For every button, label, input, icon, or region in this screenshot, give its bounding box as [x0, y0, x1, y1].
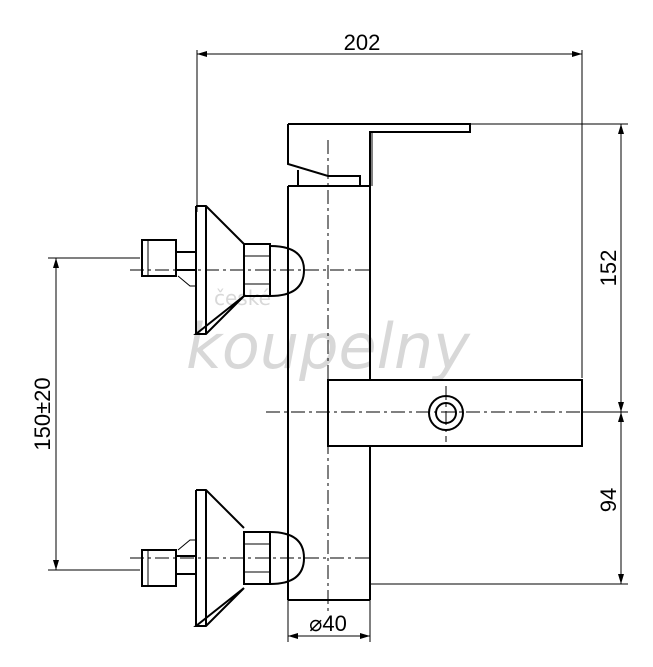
- dimension-width-total: 202: [196, 30, 583, 378]
- dimension-height-right: 152 94: [370, 123, 628, 585]
- dimension-label-width: 202: [344, 30, 381, 55]
- dimension-label-diameter: ⌀40: [309, 611, 347, 636]
- dimension-label-height-lower: 94: [596, 488, 621, 512]
- spout-block: [266, 379, 598, 447]
- mixer-body: [287, 140, 371, 614]
- lower-inlet-connection: [130, 489, 370, 627]
- dimension-body-diameter: ⌀40: [287, 600, 371, 642]
- lever-handle: [287, 123, 471, 187]
- dimension-label-spacing: 150±20: [30, 377, 55, 450]
- dimension-inlet-spacing: 150±20: [30, 257, 140, 571]
- upper-inlet-connection: [130, 205, 370, 335]
- watermark-line2: koupelny: [186, 310, 471, 383]
- dimension-label-height-upper: 152: [596, 250, 621, 287]
- watermark: české koupelny: [186, 286, 471, 383]
